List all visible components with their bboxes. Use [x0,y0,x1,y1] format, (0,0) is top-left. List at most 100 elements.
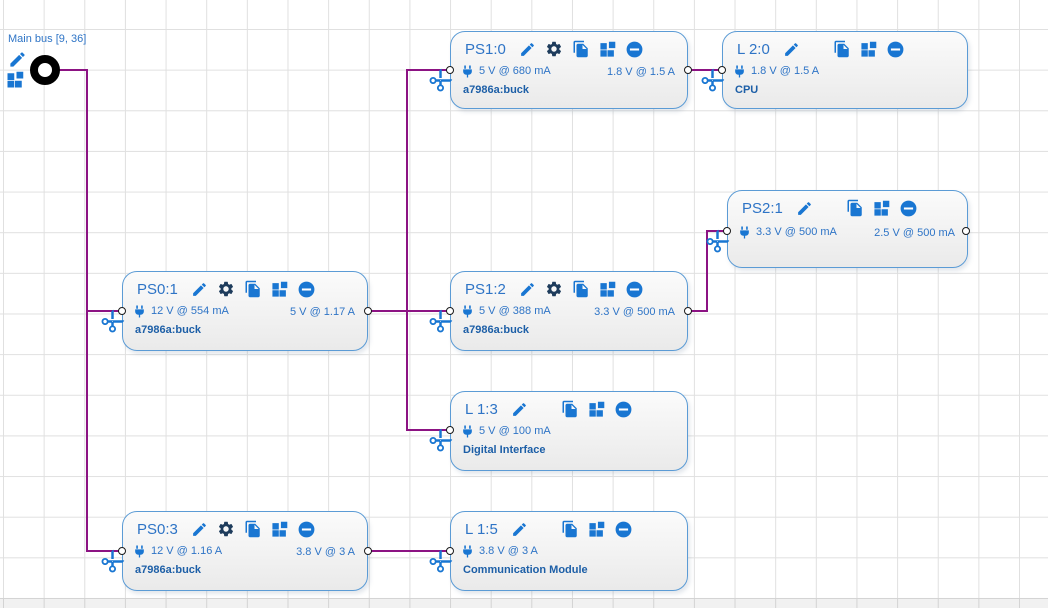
gear-icon[interactable] [545,40,563,58]
node-ps2-1[interactable]: PS2:1 3.3 V @ 500 mA 2.5 V @ 500 mA [727,190,968,268]
blocks-icon[interactable] [588,521,605,538]
minus-icon[interactable] [886,40,905,59]
spacer [537,529,552,530]
input-port[interactable] [718,66,726,74]
output-rating: 3.8 V @ 3 A [296,546,355,558]
node-l1-5[interactable]: L 1:5 3.8 V @ 3 A Communication Module [450,511,688,591]
copy-icon[interactable] [244,280,262,298]
edit-icon[interactable] [783,41,800,58]
plug-icon [738,226,751,239]
output-rating: 1.8 V @ 1.5 A [606,66,675,78]
output-rating: 2.5 V @ 500 mA [874,227,955,239]
gear-icon[interactable] [217,520,235,538]
input-port[interactable] [723,227,731,235]
copy-icon[interactable] [561,520,579,538]
input-rating: 1.8 V @ 1.5 A [751,65,820,77]
part-label: Digital Interface [463,444,546,456]
output-port[interactable] [364,307,372,315]
input-rating: 12 V @ 1.16 A [151,545,223,557]
minus-icon[interactable] [614,520,633,539]
output-port[interactable] [962,227,970,235]
copy-icon[interactable] [561,400,579,418]
copy-icon[interactable] [833,40,851,58]
node-ps0-1[interactable]: PS0:1 12 V @ 554 mA 5 V @ 1.17 A a7986a:… [122,271,368,351]
input-port[interactable] [446,307,454,315]
plug-icon [733,65,746,78]
minus-icon[interactable] [899,199,918,218]
plug-icon [133,545,146,558]
copy-icon[interactable] [572,280,590,298]
input-rating: 3.3 V @ 500 mA [756,226,837,238]
input-rating: 5 V @ 388 mA [479,305,551,317]
node-ps1-0[interactable]: PS1:0 5 V @ 680 mA 1.8 V @ 1.5 A a7986a:… [450,31,688,109]
part-label: a7986a:buck [463,84,530,96]
minus-icon[interactable] [297,280,316,299]
copy-icon[interactable] [244,520,262,538]
gear-icon[interactable] [217,280,235,298]
plug-icon [461,545,474,558]
blocks-icon[interactable] [599,281,616,298]
blocks-icon[interactable] [6,71,24,89]
edit-icon[interactable] [511,521,528,538]
copy-icon[interactable] [572,40,590,58]
edit-icon[interactable] [8,50,27,69]
output-rating: 5 V @ 1.17 A [290,306,355,318]
node-title: PS1:0 [465,40,506,58]
main-bus-port[interactable] [30,55,60,85]
spacer [537,409,552,410]
node-l2-0[interactable]: L 2:0 1.8 V @ 1.5 A CPU [722,31,968,109]
minus-icon[interactable] [297,520,316,539]
gear-icon[interactable] [545,280,563,298]
spacer [809,49,824,50]
node-l1-3[interactable]: L 1:3 5 V @ 100 mA Digital Interface [450,391,688,471]
input-rating: 12 V @ 554 mA [151,305,229,317]
blocks-icon[interactable] [271,521,288,538]
node-title: L 2:0 [737,40,770,58]
plug-icon [133,305,146,318]
input-port[interactable] [446,547,454,555]
node-ps0-3[interactable]: PS0:3 12 V @ 1.16 A 3.8 V @ 3 A a7986a:b… [122,511,368,591]
output-port[interactable] [684,66,692,74]
edit-icon[interactable] [796,200,813,217]
part-label: a7986a:buck [463,324,530,336]
node-title: PS1:2 [465,280,506,298]
edit-icon[interactable] [519,281,536,298]
node-title: L 1:5 [465,520,498,538]
minus-icon[interactable] [625,40,644,59]
input-port[interactable] [118,547,126,555]
node-title: PS0:1 [137,280,178,298]
copy-icon[interactable] [846,199,864,217]
output-port[interactable] [684,307,692,315]
blocks-icon[interactable] [588,401,605,418]
node-ps1-2[interactable]: PS1:2 5 V @ 388 mA 3.3 V @ 500 mA a7986a… [450,271,688,351]
part-label: Communication Module [463,564,588,576]
plug-icon [461,425,474,438]
plug-icon [461,65,474,78]
canvas-edge [0,598,1048,608]
blocks-icon[interactable] [599,41,616,58]
node-title: PS2:1 [742,199,783,217]
minus-icon[interactable] [625,280,644,299]
output-rating: 3.3 V @ 500 mA [594,306,675,318]
wire [406,69,450,431]
main-bus-label: Main bus [9, 36] [8,33,87,45]
input-port[interactable] [118,307,126,315]
blocks-icon[interactable] [271,281,288,298]
edit-icon[interactable] [511,401,528,418]
minus-icon[interactable] [614,400,633,419]
spacer [822,208,837,209]
part-label: a7986a:buck [135,564,202,576]
edit-icon[interactable] [519,41,536,58]
input-rating: 5 V @ 680 mA [479,65,551,77]
part-label: CPU [735,84,759,96]
blocks-icon[interactable] [873,200,890,217]
input-port[interactable] [446,426,454,434]
input-port[interactable] [446,66,454,74]
edit-icon[interactable] [191,521,208,538]
output-port[interactable] [364,547,372,555]
edit-icon[interactable] [191,281,208,298]
blocks-icon[interactable] [860,41,877,58]
input-rating: 5 V @ 100 mA [479,425,551,437]
node-title: PS0:3 [137,520,178,538]
